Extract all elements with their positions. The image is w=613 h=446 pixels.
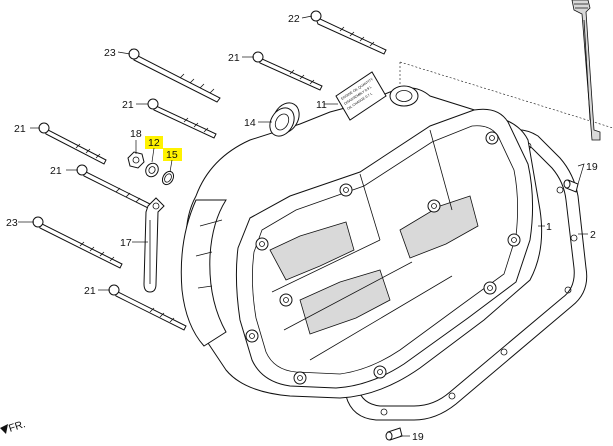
callout-21: 21 — [122, 99, 134, 111]
bolt-23-lower — [32, 216, 123, 269]
dowel-pin-19-upper — [563, 179, 579, 193]
front-direction-label: FR. — [7, 418, 27, 435]
callout-1: 1 — [546, 221, 552, 233]
callout-18: 18 — [130, 128, 142, 140]
washer-12 — [145, 162, 159, 178]
callout-21: 21 — [14, 123, 26, 135]
callout-22: 22 — [288, 13, 300, 25]
front-arrow-icon — [0, 424, 8, 434]
bolt-21-left — [38, 122, 107, 165]
callout-15-highlight — [163, 148, 182, 161]
callout-23: 23 — [6, 217, 18, 229]
nut-18 — [127, 151, 145, 169]
callout-23: 23 — [104, 47, 116, 59]
o-ring-15 — [161, 170, 175, 186]
oil-dipstick — [571, 0, 601, 141]
callout-19: 19 — [586, 161, 598, 173]
reference-outline — [399, 61, 613, 129]
callout-17: 17 — [120, 237, 132, 249]
bolt-21-bottom — [108, 284, 187, 331]
crankcase-cover — [180, 85, 543, 399]
callout-12: 12 — [148, 137, 160, 149]
bolt-21-lower — [76, 164, 151, 209]
bolt-21-mid — [147, 98, 217, 139]
dowel-pin-19-lower — [385, 427, 403, 441]
callout-2: 2 — [590, 229, 596, 241]
callout-15: 15 — [166, 149, 178, 161]
callout-14: 14 — [244, 117, 256, 129]
front-direction-marker: FR. — [0, 418, 27, 435]
bolt-23-upper — [128, 48, 221, 103]
callout-19: 19 — [412, 431, 424, 443]
bolt-21-top — [252, 51, 323, 91]
callout-21: 21 — [50, 165, 62, 177]
callout-12-highlight — [145, 136, 163, 149]
lever-17 — [143, 197, 165, 293]
callout-21: 21 — [84, 285, 96, 297]
bolt-22 — [310, 10, 387, 55]
leader-lines — [18, 15, 588, 437]
callout-21: 21 — [228, 52, 240, 64]
callout-11: 11 — [316, 99, 327, 111]
oil-seal — [269, 102, 300, 137]
